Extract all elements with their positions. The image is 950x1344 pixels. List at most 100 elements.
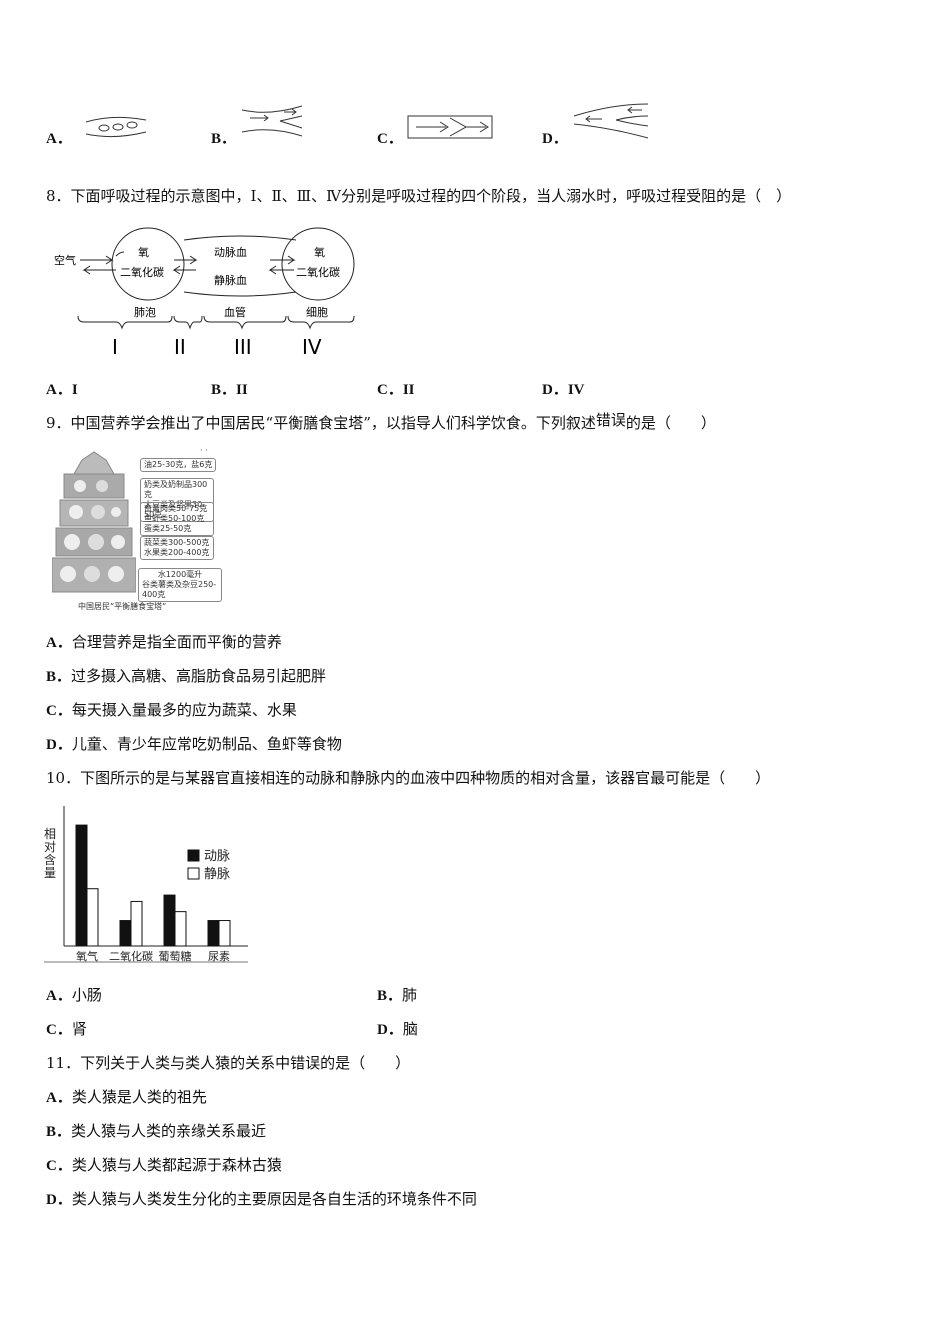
option-letter: D．	[377, 1022, 403, 1038]
q10-option-a[interactable]: A．小肠	[46, 985, 102, 1006]
arterial-label: 动脉血	[214, 245, 247, 259]
bar-静脉-葡萄糖	[174, 911, 187, 947]
q7-option-b[interactable]: B．	[211, 128, 236, 149]
arrow-in-icon	[80, 255, 114, 265]
q8-option-b[interactable]: B．II	[211, 379, 248, 400]
ylabel-char: 量	[44, 866, 56, 880]
pyramid-caption: 中国居民“平衡膳食宝塔”	[78, 602, 167, 611]
ylabel-char: 含	[44, 852, 56, 867]
option-letter: B．	[46, 669, 72, 685]
stage-i-label: I	[112, 335, 118, 359]
option-letter: A．	[46, 988, 72, 1004]
option-text: 肺	[402, 986, 418, 1004]
alveoli-label: 肺泡	[134, 305, 156, 319]
q7-option-c[interactable]: C．	[377, 128, 403, 149]
option-text: 小肠	[71, 986, 102, 1004]
q8-option-a[interactable]: A．I	[46, 379, 78, 400]
pyramid-text: 鱼虾类50-100克	[144, 514, 205, 523]
pyramid-level-oil: 油25-30克，盐6克	[140, 458, 217, 472]
q8-option-c[interactable]: C．II	[377, 379, 415, 400]
q9-option-a[interactable]: A．合理营养是指全面而平衡的营养	[46, 632, 282, 653]
option-letter: B．	[211, 131, 237, 147]
q7-b-vessel-image	[241, 105, 303, 137]
option-text: 合理营养是指全面而平衡的营养	[71, 633, 282, 651]
option-letter: C．	[46, 1022, 72, 1038]
stage-ii-label: II	[174, 335, 186, 359]
ylabel-char: 对	[44, 840, 56, 854]
q10-option-c[interactable]: C．肾	[46, 1019, 87, 1040]
o2-right-label: 氧	[314, 245, 325, 259]
q9-stem-part3: 的是（ ）	[625, 414, 716, 432]
bar-动脉-尿素	[207, 920, 220, 947]
pyramid-text: 蔬菜类300-500克	[144, 538, 210, 547]
stage-iv-label: IV	[302, 335, 322, 359]
option-text: II	[236, 382, 248, 398]
option-letter: C．	[377, 382, 403, 398]
pyramid-text: 谷类薯类及杂豆250-400克	[142, 580, 217, 599]
option-letter: A．	[46, 131, 72, 147]
q8-stem: 8．下面呼吸过程的示意图中，Ⅰ、Ⅱ、Ⅲ、Ⅳ分别是呼吸过程的四个阶段，当人溺水时，…	[46, 187, 792, 205]
pyramid-level-dairy: 奶类及奶制品300克 大豆类及坚果30-50克	[140, 478, 214, 522]
option-letter: D．	[542, 131, 568, 147]
option-letter: C．	[377, 131, 403, 147]
pyramid-text: 奶类及奶制品300克	[144, 480, 208, 499]
bar-动脉-葡萄糖	[163, 894, 176, 947]
q10-option-d[interactable]: D．脑	[377, 1019, 418, 1040]
q9-food-pyramid: · · 油25-30克，盐6克 奶类及奶制品300克 大豆类及坚果30-50克 …	[52, 446, 222, 618]
q11-option-d[interactable]: D．类人猿与人类发生分化的主要原因是各自生活的环境条件不同	[46, 1189, 477, 1210]
bar-静脉-氧气	[86, 888, 99, 947]
legend-swatch	[187, 867, 200, 880]
q7-a-capillary-image	[85, 116, 147, 138]
q9-option-d[interactable]: D．儿童、青少年应常吃奶制品、鱼虾等食物	[46, 734, 342, 755]
chart-ylabel: 相对含量	[44, 827, 56, 880]
option-text: 类人猿与人类的亲缘关系最近	[71, 1122, 267, 1140]
pyramid-text: 水1200毫升	[157, 570, 203, 579]
vessel-label: 血管	[224, 305, 246, 319]
pyramid-text: 大豆类及坚果30-50克	[144, 500, 206, 519]
x-tick-label: 尿素	[208, 950, 230, 963]
q7-d-vessel-image	[573, 103, 649, 139]
cell-circle	[281, 227, 355, 301]
option-text: II	[402, 382, 415, 398]
air-label: 空气	[54, 253, 76, 267]
q8-respiration-diagram: 空气 氧 二氧化碳 动脉血 静脉血 氧 二氧化碳 肺泡 血管 细胞 I II I…	[54, 227, 355, 359]
o2-left-label: 氧	[138, 245, 149, 259]
venous-label: 静脉血	[214, 273, 247, 287]
q9-option-b[interactable]: B．过多摄入高糖、高脂肪食品易引起肥胖	[46, 666, 326, 687]
legend-label: 静脉	[204, 867, 230, 882]
co2-left-label: 二氧化碳	[120, 265, 164, 279]
option-text: 肾	[71, 1020, 87, 1038]
q7-c-vein-valve-image	[407, 115, 493, 139]
option-letter: C．	[46, 1158, 72, 1174]
option-text: 儿童、青少年应常吃奶制品、鱼虾等食物	[71, 735, 342, 753]
pyramid-text: 水果类200-400克	[144, 548, 210, 557]
q10-option-b[interactable]: B．肺	[377, 985, 417, 1006]
q8-option-d[interactable]: D．IV	[542, 379, 585, 400]
x-tick-label: 氧气	[76, 949, 98, 963]
q7-option-d[interactable]: D．	[542, 128, 568, 149]
pyramid-level-grains: 水1200毫升 谷类薯类及杂豆250-400克	[138, 568, 222, 602]
option-text: 类人猿与人类都起源于森林古猿	[71, 1156, 282, 1174]
bar-动脉-氧气	[75, 824, 88, 947]
q11-stem: 11．下列关于人类与类人猿的关系中错误的是（ ）	[46, 1054, 411, 1072]
legend-swatch	[187, 849, 200, 862]
q7-option-a[interactable]: A．	[46, 128, 72, 149]
option-text: IV	[567, 382, 585, 398]
option-text: 脑	[402, 1020, 418, 1038]
pyramid-level-vegetables: 蔬菜类300-500克 水果类200-400克	[140, 536, 214, 560]
option-letter: A．	[46, 635, 72, 651]
ylabel-char: 相	[44, 827, 56, 841]
q11-option-a[interactable]: A．类人猿是人类的祖先	[46, 1087, 207, 1108]
alveolus-circle	[111, 227, 185, 301]
bar-静脉-二氧化碳	[130, 900, 143, 947]
option-text: 每天摄入量最多的应为蔬菜、水果	[71, 701, 297, 719]
x-tick-label: 葡萄糖	[159, 949, 192, 963]
option-letter: B．	[377, 988, 403, 1004]
q11-option-b[interactable]: B．类人猿与人类的亲缘关系最近	[46, 1121, 266, 1142]
q9-option-c[interactable]: C．每天摄入量最多的应为蔬菜、水果	[46, 700, 297, 721]
legend-label: 动脉	[204, 849, 230, 864]
q11-option-c[interactable]: C．类人猿与人类都起源于森林古猿	[46, 1155, 282, 1176]
option-letter: B．	[46, 1124, 72, 1140]
arrow-out-icon	[82, 265, 116, 275]
bar-动脉-二氧化碳	[119, 920, 132, 947]
